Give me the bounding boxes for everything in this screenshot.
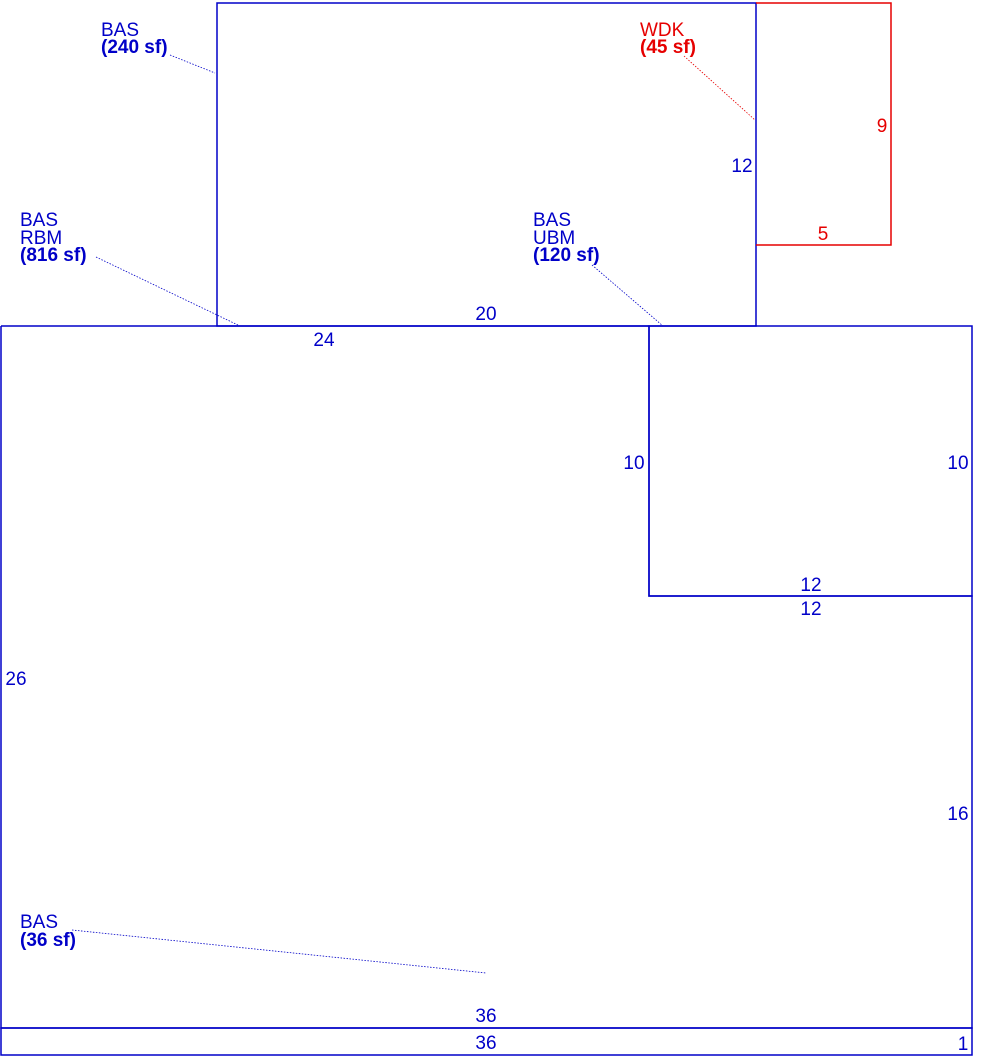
- dimension-bas-rbm-816-right: 16: [947, 804, 968, 825]
- label-bas-ubm-120-area: (120 sf): [533, 245, 600, 266]
- leader-bas-rbm-816: [95, 256, 241, 327]
- dimension-bas-36-bottom: 36: [475, 1033, 496, 1054]
- label-bas-240-area: (240 sf): [101, 37, 168, 58]
- outline-bas-rbm-816: [0, 325, 973, 1029]
- outline-bas-36: [0, 1027, 973, 1056]
- leader-bas-ubm-120: [591, 264, 664, 327]
- leader-bas-240: [169, 54, 216, 74]
- dimension-wdk-45-right: 9: [877, 116, 888, 137]
- label-bas-36-code: BAS: [20, 912, 58, 933]
- leader-bas-36: [71, 929, 487, 974]
- label-bas-rbm-816-area: (816 sf): [20, 245, 87, 266]
- dimension-bas-ubm-120-right: 10: [947, 453, 968, 474]
- label-bas-240-code: BAS: [101, 20, 139, 41]
- label-bas-ubm-120-type: UBM: [533, 228, 575, 249]
- area-bas-rbm-816: BAS RBM (816 sf) 24 26 16 12 36: [0, 210, 973, 1029]
- label-bas-36-area: (36 sf): [20, 930, 76, 951]
- area-wdk-45: WDK (45 sf) 9 5: [640, 2, 892, 246]
- label-wdk-45-area: (45 sf): [640, 37, 696, 58]
- dimension-wdk-45-bottom: 5: [818, 224, 829, 245]
- dimension-bas-36-right: 1: [958, 1034, 969, 1055]
- area-bas-36: BAS (36 sf) 36 1: [0, 912, 973, 1056]
- outline-wdk-45: [756, 2, 892, 246]
- outline-bas-ubm-120: [648, 325, 973, 597]
- label-bas-ubm-120-code: BAS: [533, 210, 571, 231]
- dimension-bas-rbm-816-bottom: 36: [475, 1006, 496, 1027]
- dimension-bas-rbm-816-left: 26: [5, 669, 26, 690]
- leader-wdk-45: [683, 55, 756, 121]
- dimension-bas-rbm-816-top: 24: [313, 330, 335, 351]
- label-bas-rbm-816-code: BAS: [20, 210, 58, 231]
- dimension-bas-ubm-120-bottom: 12: [800, 575, 821, 596]
- dimension-bas-240-bottom: 20: [475, 304, 496, 325]
- area-bas-ubm-120: BAS UBM (120 sf) 10 10 12: [533, 210, 973, 597]
- dimension-bas-rbm-816-notch: 12: [800, 599, 821, 620]
- label-bas-rbm-816-type: RBM: [20, 228, 62, 249]
- dimension-bas-ubm-120-left: 10: [623, 453, 644, 474]
- dimension-bas-240-right: 12: [731, 156, 752, 177]
- label-wdk-45-code: WDK: [640, 20, 685, 41]
